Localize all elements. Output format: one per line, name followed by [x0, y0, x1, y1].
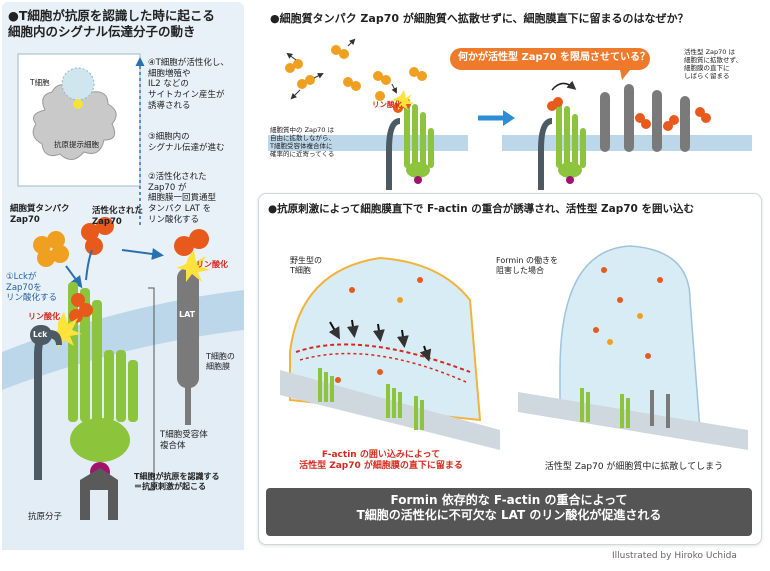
right-top-title: ●細胞質タンパク Zap70 が細胞質へ拡散せずに、細胞膜直下に留まるのはなぜか… — [270, 12, 689, 25]
lat-label: LAT — [179, 310, 196, 319]
step1-label: ①Lckが Zap70を リン酸化する — [6, 272, 58, 304]
right-top-phospho-label: リン酸化 — [372, 100, 402, 109]
step2-label: ②活性化された Zap70 が 細胞膜一回貫通型 タンパク LAT を リン酸化… — [148, 172, 217, 225]
phospho-label-2: リン酸化 — [196, 260, 228, 269]
zap70-cyto-label: 細胞質タンパク Zap70 — [10, 204, 70, 225]
tcr-label: T細胞受容体 複合体 — [160, 430, 208, 451]
antigen-label: 抗原分子 — [28, 512, 63, 522]
free-diffusion-note: 細胞質中の Zap70 は 自由に拡散しながら、 T細胞受容体複合体に 確率的に… — [270, 126, 335, 159]
wildtype-caption: F-actin の囲い込みによって 活性型 Zap70 が細胞膜の直下に留まる — [299, 450, 463, 472]
left-title: ●T細胞が抗原を認識した時に起こる 細胞内のシグナル伝達分子の動き — [8, 8, 215, 39]
t-cell-label: T細胞 — [30, 78, 50, 87]
step4-label: ④T細胞が活性化し、 細胞増殖や IL2 などの サイトカイン産生が 誘導される — [148, 58, 229, 111]
membrane-label: T細胞の 細胞膜 — [206, 352, 235, 371]
wildtype-label: 野生型の T細胞 — [290, 256, 322, 275]
lck-label: Lck — [33, 330, 48, 339]
question-bubble: 何かが活性型 Zap70 を限局させている？ — [458, 52, 651, 63]
right-bottom-title: ●抗原刺激によって細胞膜直下で F-actin の重合が誘導され、活性型 Zap… — [268, 203, 694, 215]
zap70-active-label: 活性化された Zap70 — [92, 206, 144, 227]
phospho-label-1: リン酸化 — [28, 312, 60, 321]
formin-inhibited-label: Formin の働きを 阻害した場合 — [496, 256, 558, 275]
inhibited-caption: 活性型 Zap70 が細胞質中に拡散してしまう — [544, 462, 724, 472]
stays-note: 活性型 Zap70 は 細胞質に拡散せず、 細胞膜の直下に しばらく留まる — [684, 48, 743, 81]
recognition-label: T細胞が抗原を認識する ＝抗原刺激が起こる — [134, 472, 220, 491]
step3-label: ③細胞内の シグナル伝達が進む — [148, 132, 225, 153]
credit-text: Illustrated by Hiroko Uchida — [612, 551, 737, 561]
apc-label: 抗原提示細胞 — [54, 140, 99, 149]
conclusion-text: Formin 依存的な F-actin の重合によって T細胞の活性化に不可欠な… — [356, 493, 662, 522]
